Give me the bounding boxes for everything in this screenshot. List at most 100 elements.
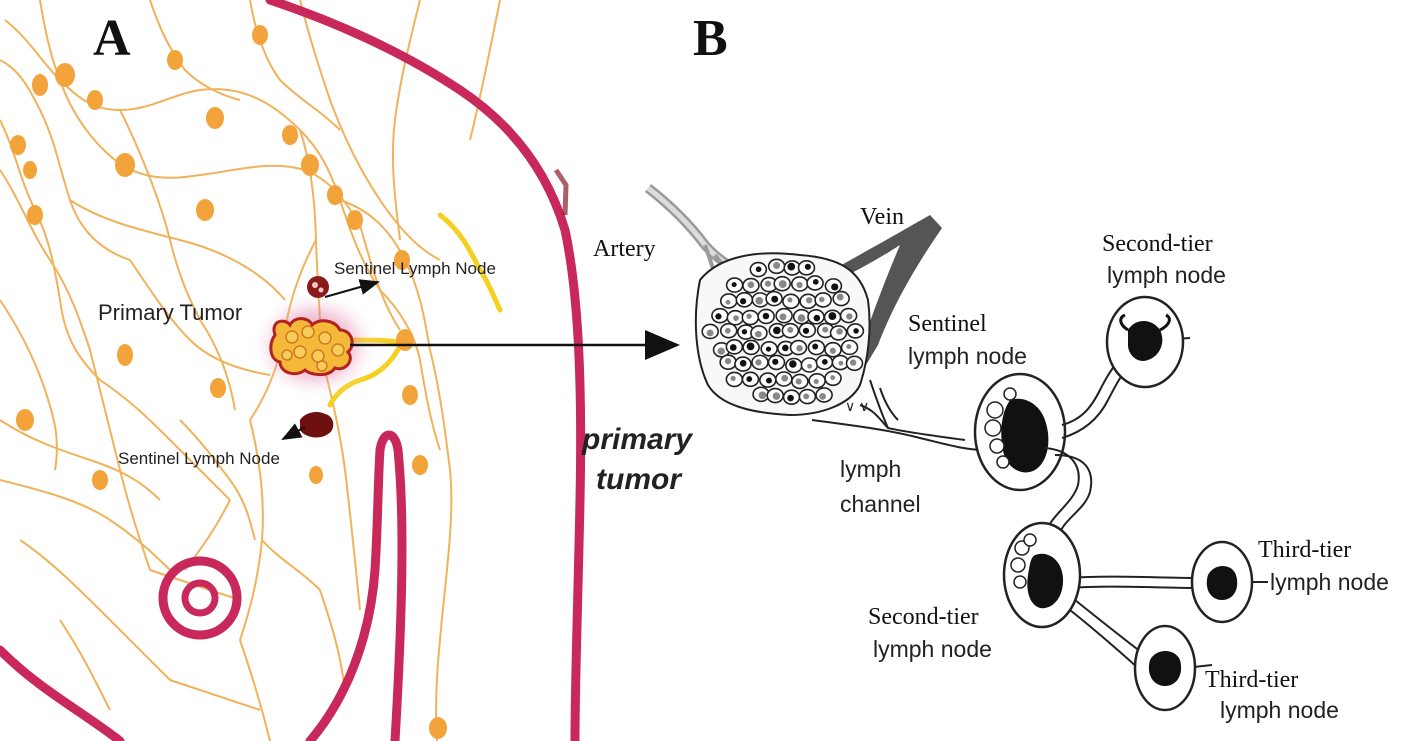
cell-nucleus: [762, 312, 770, 320]
primary-tumor-b-line2: tumor: [596, 463, 683, 496]
artery-label: Artery: [593, 236, 656, 262]
panel-b-letter: B: [693, 10, 728, 67]
cell-nucleus: [730, 375, 736, 381]
second-tier-bottom-line2: lymph node: [873, 636, 992, 662]
cell-nucleus: [836, 293, 844, 301]
cell-nucleus: [724, 327, 731, 334]
cell-nucleus: [782, 344, 789, 352]
cell-nucleus: [807, 363, 813, 369]
cell-nucleus: [796, 281, 803, 289]
cell-nucleus: [779, 313, 787, 321]
second-tier-top-line1: Second-tier: [1102, 231, 1213, 257]
cell-nucleus: [821, 358, 828, 365]
cell-nucleus: [789, 360, 797, 368]
cell-nucleus: [836, 328, 843, 335]
lymph-channel-line2: channel: [840, 491, 921, 517]
cell-nucleus: [778, 280, 787, 289]
sentinel-node-lower: [300, 412, 334, 438]
cell-nucleus: [772, 392, 781, 400]
lymph-channel: [811, 379, 986, 451]
second-tier-top-line2: lymph node: [1107, 262, 1226, 288]
cell-nucleus: [813, 378, 819, 385]
cell-nucleus: [715, 313, 722, 320]
sentinel-b-line2: lymph node: [908, 343, 1027, 369]
cell-nucleus: [849, 359, 857, 366]
cell-nucleus: [747, 281, 755, 289]
cell-nucleus: [765, 346, 772, 352]
cell-nucleus: [781, 374, 789, 382]
cell-nucleus: [828, 312, 837, 321]
cell-nucleus: [746, 342, 755, 351]
sentinel-lower-label: Sentinel Lymph Node: [118, 449, 280, 468]
cell-nucleus: [805, 297, 813, 304]
cell-nucleus: [853, 328, 859, 334]
primary-tumor-mass: [269, 317, 354, 377]
panel-a-letter: A: [93, 10, 131, 67]
cell-nucleus: [803, 393, 810, 400]
cell-nucleus: [717, 347, 725, 355]
nipple-areola: [158, 556, 242, 640]
panel-b: B ∨ ∨: [581, 10, 1389, 723]
cell-nucleus: [787, 326, 794, 333]
lymph-channel-line1: lymph: [840, 456, 901, 482]
cell-nucleus: [725, 299, 731, 305]
cell-nucleus: [772, 358, 779, 365]
cell-nucleus: [754, 330, 762, 338]
cell-nucleus: [802, 327, 810, 334]
sentinel-b-line1: Sentinel: [908, 311, 987, 337]
cell-nucleus: [797, 314, 806, 322]
cell-nucleus: [846, 344, 852, 350]
cell-nucleus: [787, 394, 794, 402]
cell-nucleus: [787, 262, 796, 271]
sentinel-upper-arrow: [324, 279, 380, 298]
cell-nucleus: [813, 314, 821, 322]
cell-nucleus: [758, 391, 767, 400]
cell-nucleus: [812, 343, 819, 350]
vein-vessel: [832, 215, 942, 365]
third-tier-bottom-line1: Third-tier: [1205, 667, 1298, 693]
sentinel-node-b: [973, 372, 1067, 492]
cell-nucleus: [773, 326, 781, 335]
third-tier-top-line1: Third-tier: [1258, 537, 1351, 563]
lymph-flow-chevrons: ∨ ∨: [845, 398, 869, 414]
second-tier-node-bottom: [1002, 521, 1082, 629]
cell-nucleus: [830, 375, 836, 381]
cell-nucleus: [755, 296, 764, 305]
cell-nucleus: [831, 283, 839, 291]
primary-tumor-label: Primary Tumor: [98, 300, 242, 325]
cell-nucleus: [706, 329, 714, 337]
third-tier-node-top: [1190, 540, 1254, 624]
cell-nucleus: [795, 378, 802, 385]
cell-nucleus: [739, 359, 747, 367]
lymph-nodes: [10, 25, 447, 739]
third-tier-top-line2: lymph node: [1270, 569, 1389, 595]
sentinel-upper-label: Sentinel Lymph Node: [334, 259, 496, 278]
cell-nucleus: [739, 298, 747, 305]
third-tier-node-bottom: [1133, 624, 1197, 712]
cell-nucleus: [766, 377, 772, 384]
tumor-cells: [701, 258, 865, 405]
shoulder-joint-mark: [553, 168, 569, 216]
cell-nucleus: [755, 359, 762, 366]
cell-nucleus: [846, 313, 853, 320]
cell-nucleus: [746, 313, 752, 319]
sentinel-lower-arrow: [281, 423, 306, 440]
vein-label: Vein: [860, 204, 904, 230]
body-contour: [0, 0, 586, 741]
third-tier-bottom-line2: lymph node: [1220, 697, 1339, 723]
lymphatic-network: [0, 0, 501, 741]
cell-nucleus: [731, 282, 737, 288]
cell-nucleus: [819, 392, 826, 400]
cell-nucleus: [796, 345, 803, 352]
cell-nucleus: [829, 347, 836, 354]
cell-nucleus: [773, 262, 781, 269]
cell-nucleus: [724, 358, 732, 365]
second-tier-node-top: [1105, 295, 1185, 389]
cell-nucleus: [741, 329, 748, 335]
cell-nucleus: [804, 263, 811, 270]
cell-nucleus: [819, 296, 825, 303]
cell-nucleus: [838, 360, 844, 366]
cell-nucleus: [771, 295, 779, 303]
